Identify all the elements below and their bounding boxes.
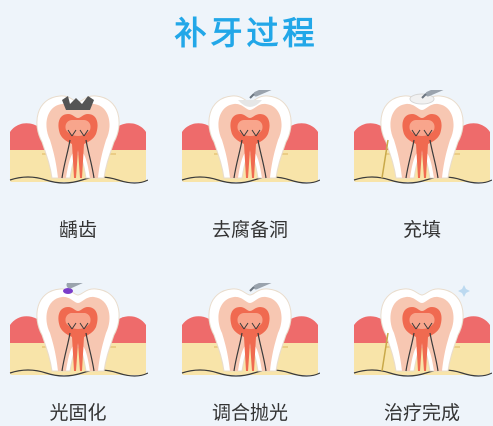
root-canal-right — [257, 332, 267, 372]
cavity-hole — [62, 96, 94, 110]
step-label-2: 去腐备洞 — [211, 219, 288, 241]
prepared-hole — [238, 100, 262, 107]
nerve-line — [353, 369, 492, 377]
step-label-6: 治疗完成 — [383, 402, 460, 424]
tooth-illustration — [9, 283, 148, 377]
page-title: 补牙过程 — [174, 14, 319, 52]
root-canal-left — [233, 139, 243, 179]
root-canal-left — [405, 139, 415, 179]
step-label-5: 调合抛光 — [211, 402, 288, 424]
root-canal-right — [85, 332, 95, 372]
tooth-illustration — [181, 283, 320, 377]
root-gap-line — [381, 332, 389, 372]
nerve-line — [9, 176, 148, 184]
step-panel-3 — [352, 90, 492, 185]
step-panel-6 — [352, 283, 492, 378]
step-panel-1 — [8, 90, 148, 185]
instrument-tip — [421, 93, 427, 99]
root-canal-left — [61, 332, 71, 372]
nerve-line — [181, 369, 320, 377]
curing-spot — [63, 288, 73, 294]
dental-instrument — [253, 90, 272, 97]
root-canal-right — [429, 139, 439, 179]
step-panel-2 — [180, 90, 320, 185]
nerve-line — [181, 176, 320, 184]
dental-instrument — [253, 283, 272, 290]
pulp-core — [237, 120, 263, 136]
step-panel-4 — [8, 283, 148, 378]
step-label-1: 龋齿 — [58, 219, 97, 241]
nerve-line — [9, 369, 148, 377]
tooth-illustration — [9, 95, 148, 184]
dental-instrument — [425, 90, 444, 97]
tooth-illustration — [353, 285, 492, 377]
canal-branches — [239, 129, 261, 137]
canal-branches — [411, 129, 433, 137]
nerve-line — [353, 176, 492, 184]
tooth-illustration — [353, 90, 492, 184]
pulp-core — [237, 313, 263, 329]
root-canal-right — [257, 139, 267, 179]
root-gap-line — [381, 139, 389, 179]
tooth-illustration — [181, 90, 320, 184]
pulp-core — [65, 313, 91, 329]
pulp-core — [409, 120, 435, 136]
pulp-core — [65, 120, 91, 136]
step-panel-5 — [180, 283, 320, 378]
canal-branches — [67, 129, 89, 137]
pulp-core — [409, 313, 435, 329]
root-canal-left — [61, 139, 71, 179]
step-label-3: 充填 — [402, 219, 441, 241]
canal-branches — [411, 322, 433, 330]
root-canal-right — [429, 332, 439, 372]
root-canal-left — [405, 332, 415, 372]
root-canal-left — [233, 332, 243, 372]
instrument-tip — [249, 93, 255, 99]
root-canal-right — [85, 139, 95, 179]
canal-branches — [67, 322, 89, 330]
curing-light-tool — [66, 283, 83, 289]
canal-branches — [239, 322, 261, 330]
sparkle-icon — [458, 285, 470, 297]
step-label-4: 光固化 — [49, 402, 107, 424]
instrument-tip — [249, 286, 255, 292]
